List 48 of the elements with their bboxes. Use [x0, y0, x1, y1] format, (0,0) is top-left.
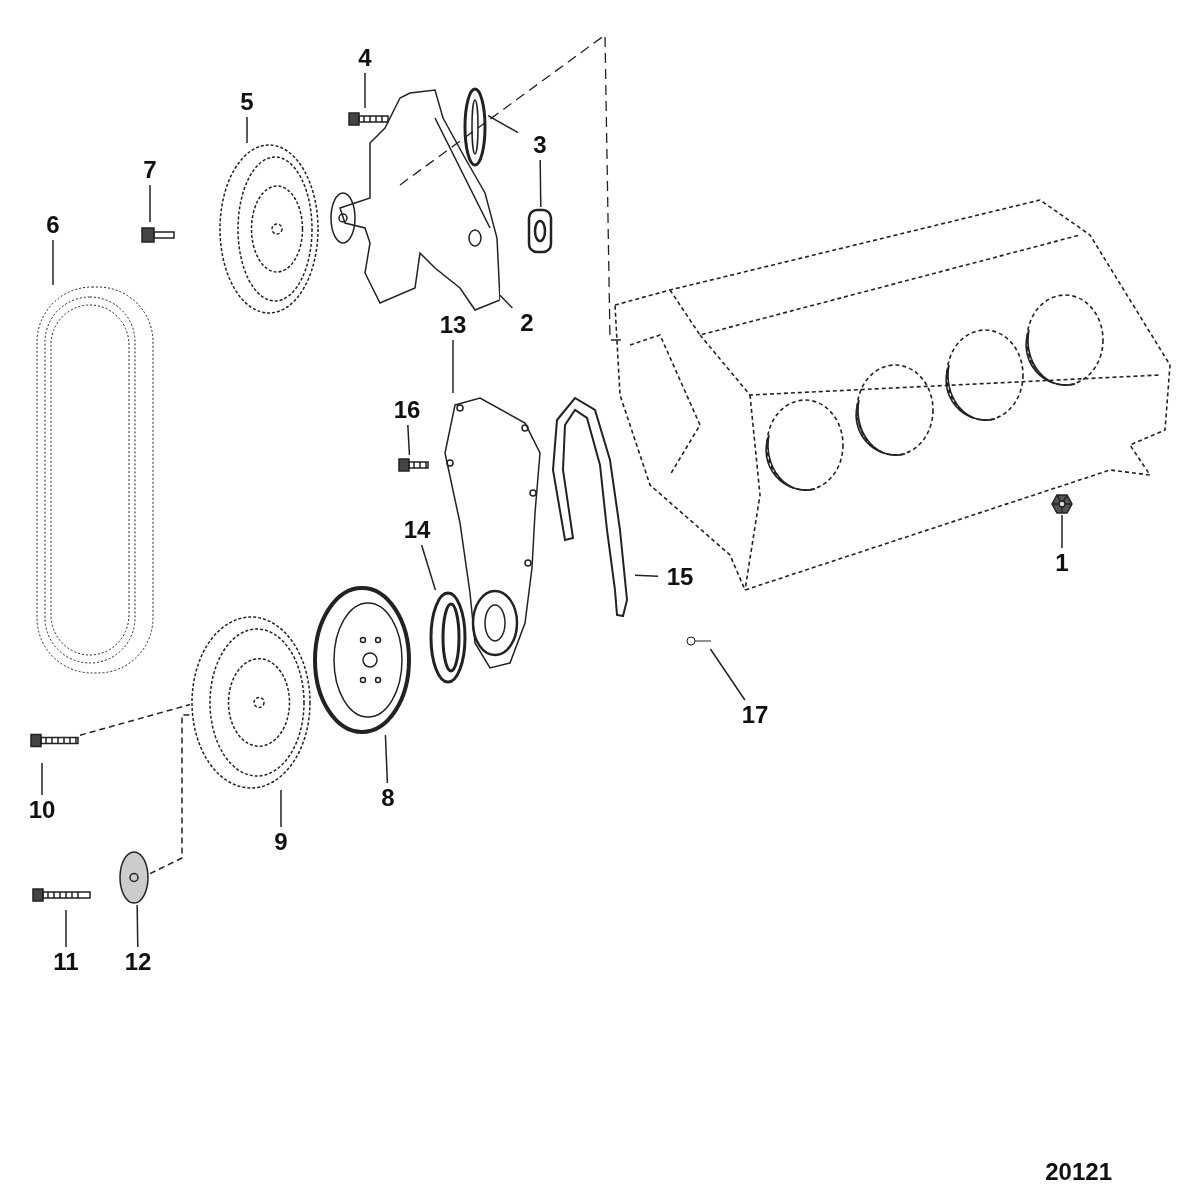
plug-drawing — [1051, 493, 1073, 515]
leader-line — [539, 159, 542, 208]
leader-line — [384, 734, 389, 784]
leader-line — [452, 339, 454, 394]
gasket-drawing — [526, 207, 554, 255]
washer-drawing — [118, 850, 150, 905]
leader-line — [246, 116, 248, 144]
leader-line — [79, 703, 191, 736]
callout-number: 3 — [518, 130, 562, 160]
callout-number: 8 — [366, 783, 410, 813]
leader-line — [634, 574, 659, 577]
leader-line — [420, 544, 437, 591]
callout-number: 2 — [505, 308, 549, 338]
leader-line — [499, 294, 514, 309]
callout-number: 5 — [225, 87, 269, 117]
callout-number: 9 — [259, 827, 303, 857]
leader-line — [52, 239, 54, 286]
callout-number: 10 — [20, 795, 64, 825]
callout-number: 17 — [733, 700, 777, 730]
leader-line — [41, 762, 43, 796]
damper-drawing — [312, 585, 412, 735]
callout-number: 1 — [1040, 548, 1084, 578]
drawing-number: 20121 — [1045, 1158, 1112, 1186]
bolt-drawing — [398, 455, 430, 475]
leader-line — [1061, 514, 1063, 549]
leader-line — [280, 789, 282, 828]
leader-line — [136, 904, 139, 948]
seal-drawing — [428, 590, 468, 685]
pulley-drawing — [218, 143, 320, 315]
callout-number: 15 — [658, 562, 702, 592]
leader-line — [407, 424, 411, 456]
pulley-drawing — [190, 615, 312, 790]
leader-line — [487, 114, 519, 134]
leader-line — [149, 714, 191, 875]
leader-line — [709, 648, 746, 701]
leader-line — [65, 909, 67, 948]
callout-number: 7 — [128, 155, 172, 185]
callout-number: 13 — [431, 310, 475, 340]
callout-number: 6 — [31, 210, 75, 240]
callout-number: 4 — [343, 43, 387, 73]
leader-line — [149, 184, 151, 223]
leader-line — [364, 72, 366, 109]
gasket-drawing — [462, 86, 488, 168]
callout-number: 12 — [116, 947, 160, 977]
callout-number: 16 — [385, 395, 429, 425]
callout-number: 11 — [44, 947, 88, 977]
belt-drawing — [35, 285, 155, 675]
callout-number: 14 — [395, 515, 439, 545]
